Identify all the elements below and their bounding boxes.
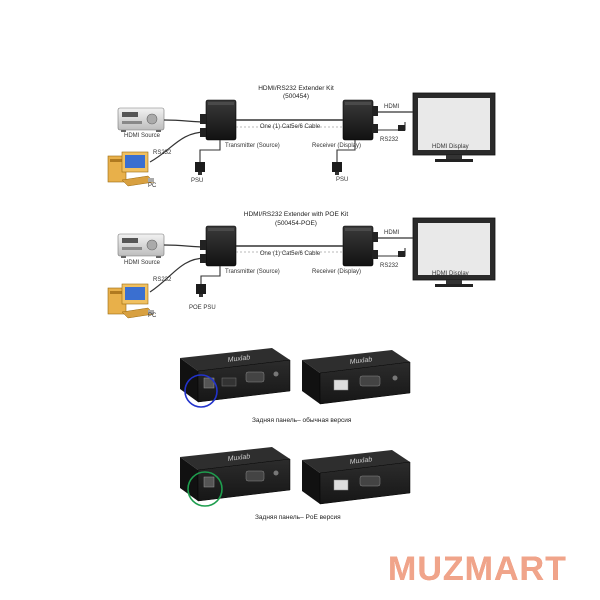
product-tx-poe [180,447,291,502]
diagram2-display-label: HDMI Display [432,271,469,277]
product-rx-standard [302,350,411,405]
diagram1-title: HDMI/RS232 Extender Kit [258,85,334,92]
diagram2-cable-label: One (1) Cat5e/6 Cable [259,251,321,257]
brand-tx-poe: Muxlab [227,453,250,463]
diagram2-poe-psu-label: POE PSU [189,305,216,311]
product-rx-poe [302,450,411,505]
diagram2-title: HDMI/RS232 Extender with POE Kit [243,211,349,218]
diagram2-hdmi-right-label: HDMI [384,230,400,236]
diagram1-psu-right-label: PSU [336,177,349,183]
diagram2-receiver-label: Receiver (Display) [312,269,362,275]
diagram1-hdmi-source-label: HDMI Source [124,133,161,139]
pc-icon [107,151,155,187]
receiver-box-2 [342,225,374,267]
poe-psu-icon [196,284,206,297]
hdmi-source-device [117,107,165,133]
psu-left-icon [195,162,205,175]
diagram1-rs232-left-label: RS232 [153,150,172,156]
highlight-circle-standard [184,374,218,408]
diagram-1 [107,92,496,187]
diagram1-psu-left-label: PSU [191,178,204,184]
diagram2-rs232-left-label: RS232 [153,277,172,283]
psu-right-icon [332,162,342,175]
diagram1-model: (500454) [282,93,310,100]
highlight-circle-poe [187,471,223,507]
diagram2-transmitter-label: Transmitter (Source) [225,269,280,275]
diagram1-receiver-label: Receiver (Display) [312,143,362,149]
hdmi-display-tv [412,92,496,163]
caption-poe: Задняя панель– PoE версия [255,514,341,521]
diagram1-transmitter-label: Transmitter (Source) [225,143,280,149]
diagram-2 [107,217,496,319]
watermark-text: MUZMART [388,550,567,588]
diagram1-hdmi-right-label: HDMI [384,104,400,110]
diagram1-pc-label: PC [148,183,157,189]
hdmi-source-device-2 [117,233,165,259]
diagram1-cable-label: One (1) Cat5e/6 Cable [259,124,321,130]
transmitter-box [205,99,237,141]
brand-rx-poe: Muxlab [349,456,372,466]
diagram2-rs232-right-label: RS232 [380,263,399,269]
diagram1-rs232-right-label: RS232 [380,137,399,143]
diagram2-pc-label: PC [148,313,157,319]
watermark-logo: MUZMART [388,552,567,586]
caption-standard: Задняя панель– обычная версия [252,417,352,424]
brand-rx-standard: Muxlab [349,356,372,366]
diagram1-display-label: HDMI Display [432,144,469,150]
transmitter-box-2 [205,225,237,267]
brand-tx-standard: Muxlab [227,354,250,364]
diagram2-hdmi-source-label: HDMI Source [124,260,161,266]
diagram2-model: (500454-POE) [275,220,317,227]
receiver-box [342,99,374,141]
